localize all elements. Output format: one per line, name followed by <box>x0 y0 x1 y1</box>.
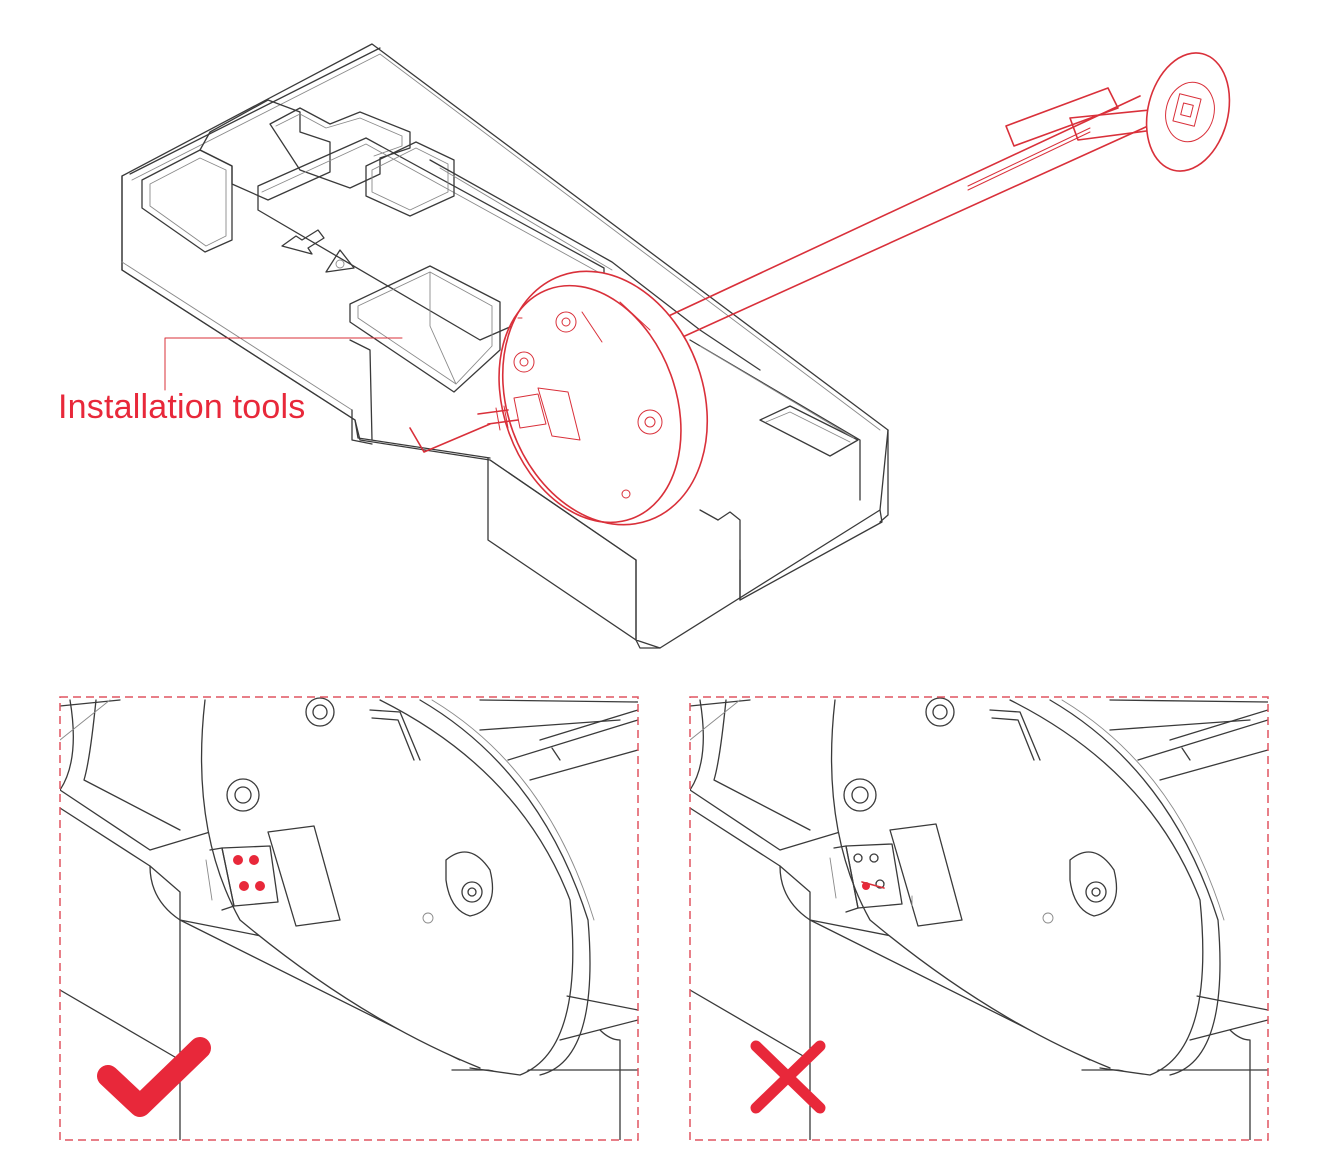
top-mount-disc <box>1145 52 1231 172</box>
installation-tools-icon <box>409 405 519 453</box>
recycle-icon <box>325 249 355 273</box>
arrow-down-left-icon <box>281 229 325 255</box>
robot-pole-assembly <box>498 52 1231 526</box>
incorrect-contact-pins <box>853 853 885 890</box>
panel-correct <box>59 696 639 1141</box>
installation-tools-label: Installation tools <box>58 388 306 426</box>
check-mark-icon <box>97 1037 211 1117</box>
cross-mark-icon <box>750 1040 826 1114</box>
main-disc <box>498 270 709 526</box>
panel-correct-frame <box>59 696 639 1141</box>
label-leader-line <box>164 337 403 391</box>
packaging-tray <box>121 43 889 649</box>
correct-contact-pins <box>233 855 265 891</box>
panel-incorrect <box>689 696 1269 1141</box>
panel-incorrect-frame <box>689 696 1269 1141</box>
